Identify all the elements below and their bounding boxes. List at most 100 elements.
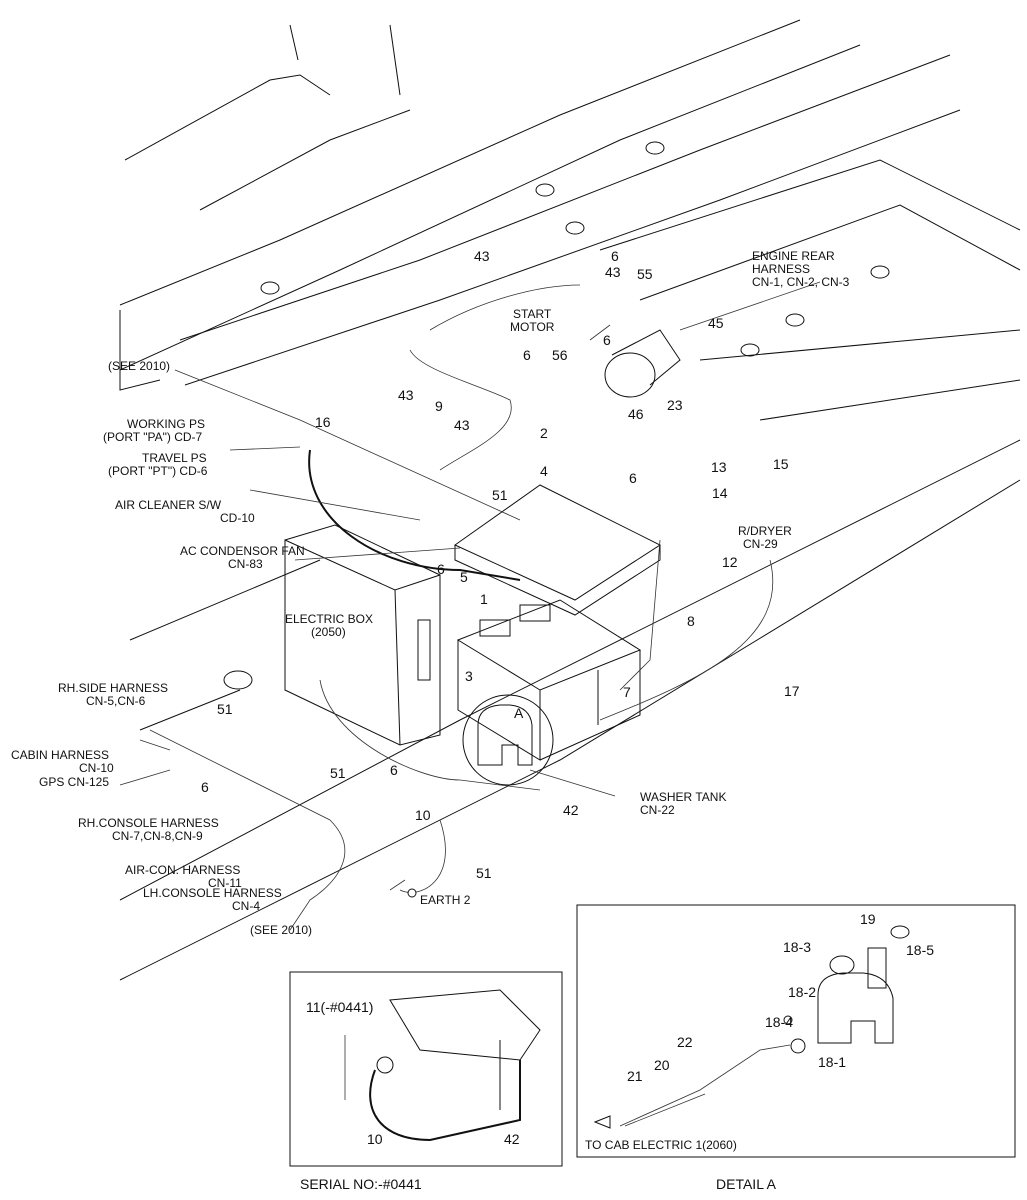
part-number: 18-4 [765,1014,793,1030]
part-number: 43 [474,248,490,264]
lh-console-harness-label-1: LH.CONSOLE HARNESS [143,886,282,900]
part-number: 6 [603,332,611,348]
part-number: 11(-#0441) [306,999,373,1015]
rh-side-harness-label-2: CN-5,CN-6 [86,694,146,708]
air-cleaner-sw-label-1: AIR CLEANER S/W [115,498,222,512]
part-number: 15 [773,456,789,472]
part-number: 43 [454,417,470,433]
detail-a-inset-frame [576,904,1016,1158]
engine-rear-harness-label-2: HARNESS [752,262,810,276]
part-number: 18-1 [818,1054,846,1070]
part-number: 18-5 [906,942,934,958]
callout-labels: ENGINE REAR HARNESS CN-1, CN-2, CN-3 STA… [11,249,850,937]
batteries [456,599,642,761]
see-2010-top-label: (SEE 2010) [108,359,170,373]
earth-2-label: EARTH 2 [420,893,471,907]
part-number: 51 [217,701,233,717]
start-motor-label-1: START [513,307,552,321]
frame-structure [119,19,1021,981]
rh-side-harness-label-1: RH.SIDE HARNESS [58,681,168,695]
washer-tank-label-1: WASHER TANK [640,790,726,804]
working-ps-label-2: (PORT "PA") CD-7 [103,430,203,444]
part-number: 18-2 [788,984,816,1000]
part-number: 6 [201,779,209,795]
detail-a-inset: 19 18-3 18-5 18-2 18-4 18-1 22 20 21 TO … [576,904,1016,1158]
rh-console-harness-label-2: CN-7,CN-8,CN-9 [112,829,203,843]
part-number: 42 [563,802,579,818]
part-number: 16 [315,414,331,430]
start-motor [604,329,681,398]
serial-caption: SERIAL NO:-#0441 [300,1176,422,1192]
start-motor-label-2: MOTOR [510,320,555,334]
engine-rear-harness-label-3: CN-1, CN-2, CN-3 [752,275,850,289]
part-number: 21 [627,1068,643,1084]
serial-inset: 11(-#0441) 10 42 [289,971,563,1167]
part-number: 18-3 [783,939,811,955]
part-number: 14 [712,485,728,501]
earth-2-point [407,888,417,898]
leader-lines [119,281,821,891]
part-number: 10 [415,807,431,823]
part-number: 19 [860,911,876,927]
electric-box [284,524,441,746]
part-number: 3 [465,668,473,684]
cabin-harness-label-1: CABIN HARNESS [11,748,109,762]
detail-a-marker: A [514,705,524,721]
electric-box-label-2: (2050) [311,625,346,639]
part-number: 4 [540,463,548,479]
ac-condensor-fan-label-1: AC CONDENSOR FAN [180,544,305,558]
part-numbers-main: 6 43 43 55 45 56 6 6 43 9 43 23 46 2 16 … [201,248,800,881]
part-number: 5 [460,569,468,585]
part-number: 55 [637,266,653,282]
part-number: 51 [476,865,492,881]
washer-tank [462,694,554,786]
ac-condensor-fan-label-2: CN-83 [228,557,263,571]
part-number: 43 [605,264,621,280]
part-number: 2 [540,425,548,441]
travel-ps-label-1: TRAVEL PS [142,451,207,465]
washer-tank-label-2: CN-22 [640,803,675,817]
part-number: 17 [784,683,800,699]
to-cab-electric-label: TO CAB ELECTRIC 1(2060) [585,1138,737,1152]
part-number: 42 [504,1131,520,1147]
serial-inset-frame [289,971,563,1167]
r-dryer-label-1: R/DRYER [738,524,792,538]
see-2010-bottom-label: (SEE 2010) [250,923,312,937]
cabin-harness-label-2: CN-10 [79,761,114,775]
electric-box-label-1: ELECTRIC BOX [285,612,373,626]
detail-a-caption: DETAIL A [716,1176,777,1192]
working-ps-label-1: WORKING PS [127,417,205,431]
part-number: 6 [523,347,531,363]
part-number: 51 [492,487,508,503]
part-number: 6 [390,762,398,778]
part-number: 23 [667,397,683,413]
part-number: 8 [687,613,695,629]
part-number: 13 [711,459,727,475]
part-number: 22 [677,1034,693,1050]
part-number: 6 [629,470,637,486]
part-number: 9 [435,398,443,414]
part-number: 12 [722,554,738,570]
air-con-harness-label-2: CN-11 [208,876,242,890]
travel-ps-label-2: (PORT "PT") CD-6 [108,464,208,478]
part-number: 56 [552,347,568,363]
air-cleaner-sw-label-2: CD-10 [220,511,255,525]
part-number: 46 [628,406,644,422]
r-dryer-label-2: CN-29 [743,537,778,551]
lh-console-harness-label-2: CN-4 [232,899,260,913]
part-number: 1 [480,591,488,607]
wiring-harness [149,284,774,931]
battery-tray [454,484,662,616]
part-number: 6 [437,561,445,577]
rh-console-harness-label-1: RH.CONSOLE HARNESS [78,816,219,830]
part-number: 6 [611,248,619,264]
engine-rear-harness-label-1: ENGINE REAR [752,249,835,263]
part-number: 43 [398,387,414,403]
gps-label: GPS CN-125 [39,775,109,789]
part-number: 10 [367,1131,383,1147]
air-con-harness-label-1: AIR-CON. HARNESS [125,863,240,877]
part-number: 45 [708,315,724,331]
part-number: 20 [654,1057,670,1073]
part-number: 51 [330,765,346,781]
